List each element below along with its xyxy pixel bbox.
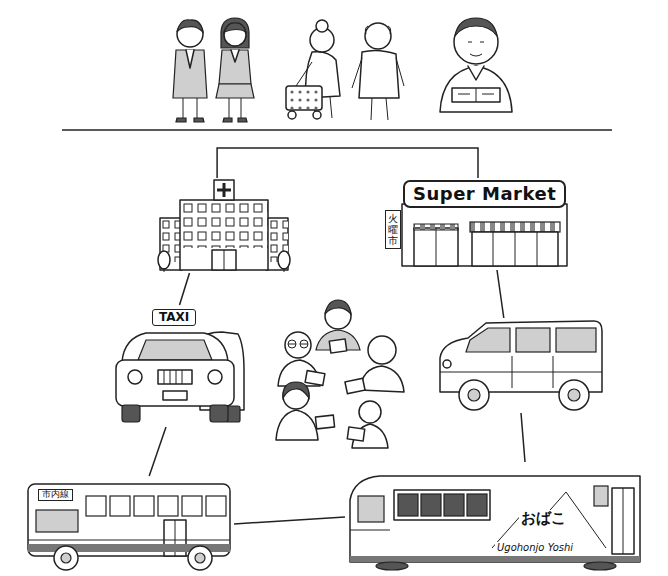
taxi-sign: TAXI bbox=[152, 309, 196, 326]
supermarket-picture bbox=[402, 204, 567, 266]
train-node: おばこ Ugohonjo Yoshi bbox=[345, 462, 645, 572]
man-reading bbox=[440, 18, 512, 112]
connector-line bbox=[180, 273, 190, 305]
students bbox=[173, 18, 254, 122]
elderly-couple bbox=[286, 20, 404, 120]
bus-node: 市内線 bbox=[22, 476, 234, 572]
hospital-node bbox=[155, 178, 293, 273]
train-name: おばこ bbox=[519, 510, 568, 527]
taxi-node: TAXI bbox=[112, 305, 247, 427]
bus-picture bbox=[28, 484, 230, 570]
connector-line bbox=[497, 270, 504, 318]
destination-sign: 市内線 bbox=[38, 489, 73, 501]
train-picture bbox=[350, 476, 640, 570]
connector-line bbox=[149, 427, 166, 476]
hospital-picture bbox=[158, 180, 290, 272]
van-picture bbox=[440, 321, 602, 410]
taxi-picture bbox=[116, 332, 244, 422]
connector-line bbox=[521, 413, 525, 462]
divider-line bbox=[62, 129, 612, 131]
van-node bbox=[435, 318, 607, 413]
connector-line bbox=[234, 517, 345, 524]
line-name: Ugohonjo Yoshi bbox=[495, 542, 575, 553]
connector-line bbox=[217, 148, 478, 178]
supermarket-node: Super Market火曜市 bbox=[383, 178, 573, 270]
vertical-banner: 火曜市 bbox=[385, 210, 401, 249]
store-sign: Super Market bbox=[403, 180, 566, 208]
meeting-group bbox=[276, 300, 404, 448]
